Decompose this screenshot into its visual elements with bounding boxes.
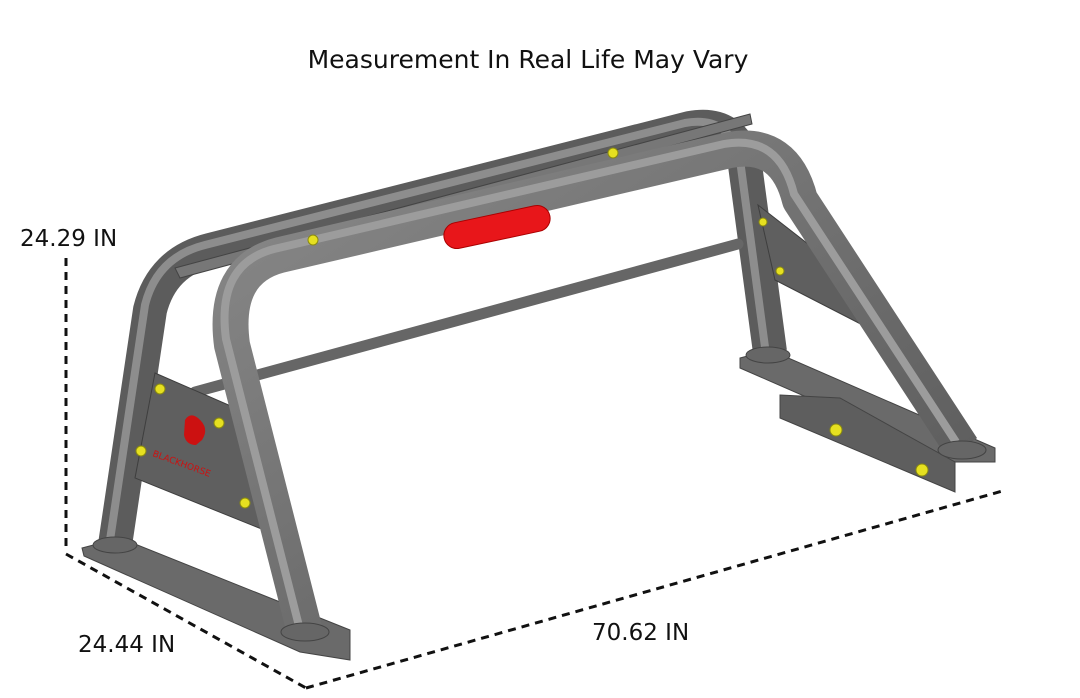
width-dimension-line: [305, 488, 1007, 690]
bolts: [135, 147, 929, 509]
width-label: 70.62 IN: [592, 620, 690, 646]
depth-label: 24.44 IN: [78, 632, 176, 658]
brake-light: [443, 204, 551, 250]
diagram-title: Measurement In Real Life May Vary: [307, 45, 749, 74]
crossbar: [189, 238, 744, 398]
height-label: 24.29 IN: [20, 226, 118, 252]
foot-rear-left: [92, 536, 138, 554]
dimension-lines: [64, 258, 1007, 690]
depth-dimension-line: [65, 552, 307, 690]
foot-front-left: [280, 622, 330, 642]
right-bracket: [779, 394, 956, 493]
foot-rear-right: [745, 346, 791, 364]
foot-front-right: [937, 440, 987, 460]
